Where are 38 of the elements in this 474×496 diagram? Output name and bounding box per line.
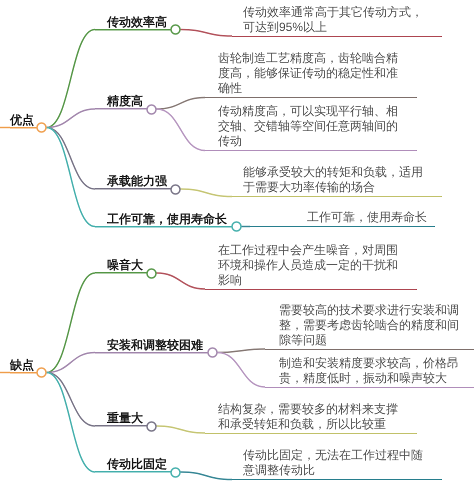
topic-text: 安装和调整较困难	[107, 338, 203, 352]
topic-text: 重量大	[107, 411, 143, 426]
topic-text: 工作可靠，使用寿命长	[107, 212, 227, 226]
note-text: 传动比固定，无法在工作过程中随意调整传动比	[232, 448, 442, 480]
topic-text: 传动效率高	[107, 14, 167, 29]
connector-line	[217, 348, 266, 354]
connector-line	[46, 108, 96, 128]
root-text: 优点	[10, 112, 34, 127]
note-text: 制造和安装精度要求较高，价格昂贵，精度低时，振动和噪声较大	[265, 356, 474, 388]
connector-line	[156, 425, 206, 434]
note-text: 齿轮制造工艺精度高，齿轮啮合精度高，能够保证传动的稳定性和准确性	[205, 51, 417, 98]
note-text: 需要较高的技术要求进行安装和调整，需要考虑齿轮啮合的精度和间隙等问题	[265, 302, 474, 350]
connector-line	[180, 188, 232, 198]
connector-line	[180, 28, 232, 37]
note-text: 工作可靠，使用寿命长	[250, 210, 435, 228]
connector-line	[0, 372, 10, 374]
note-text: 传动精度高，可以实现平行轴、相交轴、交错轴等空间任意两轴间的传动	[205, 104, 417, 152]
connector-line	[46, 272, 96, 374]
connector-line	[156, 108, 206, 152]
connector-line	[180, 471, 232, 480]
connector-line	[156, 272, 206, 290]
connector-line	[242, 226, 250, 228]
connector-line	[217, 352, 266, 388]
topic-text: 精度高	[107, 94, 143, 108]
note-text: 结构复杂，需要较多的材料来支撑和承受转矩和负载，所以比较重	[205, 402, 417, 434]
note-text: 传动效率通常高于其它传动方式，可达到95%以上	[232, 4, 442, 37]
connector-line	[46, 126, 96, 228]
topic-text: 噪音大	[107, 258, 143, 272]
topic-text: 承载能力强	[107, 174, 167, 188]
root-text: 缺点	[10, 358, 34, 372]
connector-line	[156, 96, 206, 110]
note-text: 在工作过程中会产生噪音，对周围环境和操作人员造成一定的干扰和影响	[205, 242, 417, 290]
connector-line	[46, 352, 96, 374]
connector-line	[46, 28, 96, 128]
connector-line	[0, 126, 10, 128]
topic-text: 传动比固定	[107, 457, 167, 472]
note-text: 能够承受较大的转矩和负载，适用于需要大功率传输的场合	[232, 165, 442, 198]
connector-line	[46, 372, 96, 473]
